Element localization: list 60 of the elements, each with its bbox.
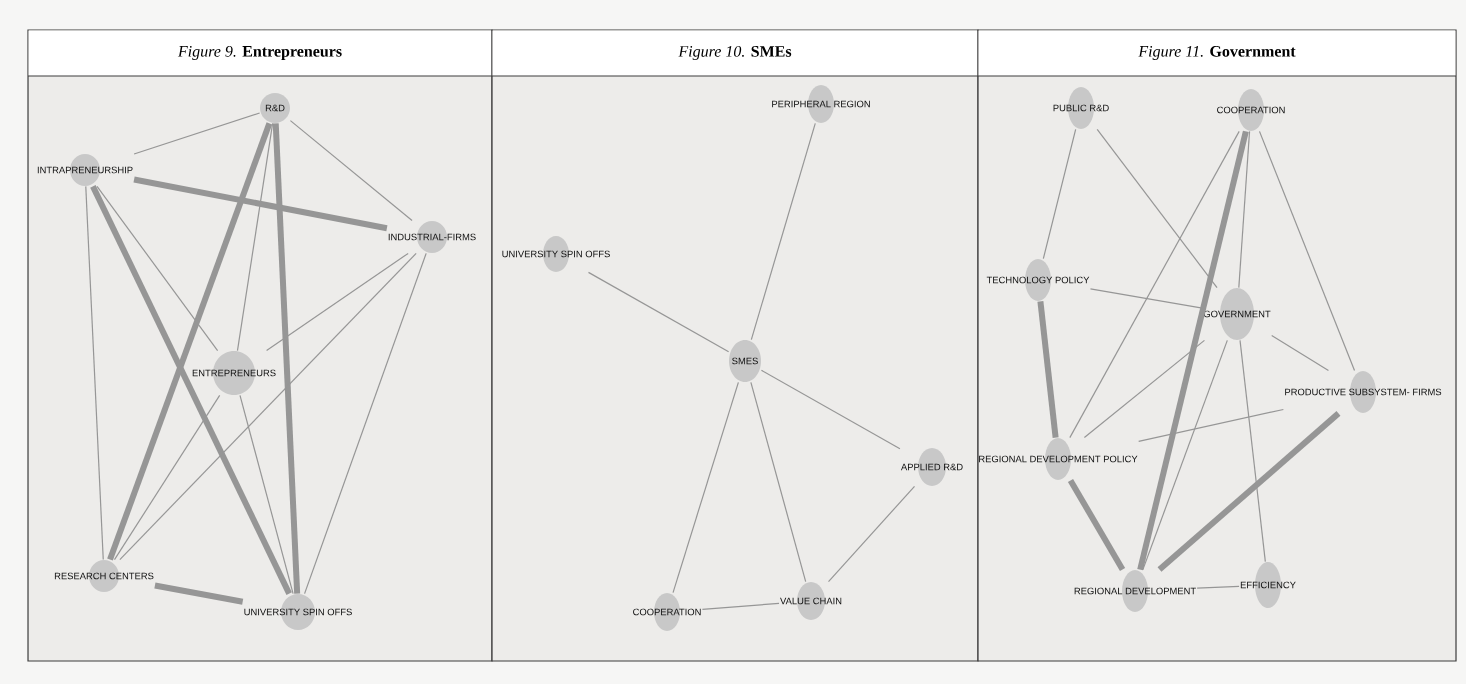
connector-line — [239, 394, 294, 595]
network-node: COOPERATION — [1217, 89, 1285, 131]
node-label: PRODUCTIVE SUBSYSTEM- FIRMS — [1285, 388, 1442, 396]
connector-line — [1089, 288, 1203, 309]
network-node: PUBLIC R&D — [1053, 87, 1109, 129]
connector-line — [303, 252, 427, 595]
connector-line — [1142, 339, 1228, 571]
connector-line — [1258, 130, 1356, 372]
connector-line — [272, 123, 301, 594]
connector-line — [90, 185, 292, 595]
connector-line — [154, 582, 244, 605]
network-node: UNIVERSITY SPIN OFFS — [244, 594, 352, 630]
connector-line — [113, 394, 221, 561]
network-node: SMES — [729, 340, 761, 382]
network-node: INDUSTRIAL-FIRMS — [388, 221, 476, 253]
connector-line — [1069, 130, 1240, 439]
network-node: VALUE CHAIN — [780, 582, 842, 620]
connector-line — [1037, 301, 1059, 438]
network-node: APPLIED R&D — [900, 448, 963, 486]
network-node: PRODUCTIVE SUBSYSTEM- FIRMS — [1285, 371, 1442, 413]
network-node: R&D — [260, 93, 290, 123]
network-node: PERIPHERAL REGION — [772, 85, 870, 123]
connector-line — [1137, 130, 1249, 571]
connector-line — [96, 185, 219, 352]
connector-line — [107, 122, 273, 561]
connector-line — [1067, 478, 1126, 572]
connector-line — [1196, 585, 1240, 589]
network-node: INTRAPRENEURSHIP — [37, 154, 133, 186]
network-node: REGIONAL DEVELOPMENT — [1074, 570, 1196, 612]
connector-line — [1138, 408, 1284, 442]
connector-line — [236, 122, 274, 352]
connector-line — [1238, 130, 1251, 289]
node-label: REGIONAL DEVELOPMENT POLICY — [979, 455, 1138, 463]
network-node: UNIVERSITY SPIN OFFS — [502, 236, 610, 272]
connector-line — [119, 252, 417, 561]
connector-line — [133, 112, 261, 155]
connector-line — [1042, 128, 1077, 260]
connector-line — [750, 122, 816, 341]
network-node: COOPERATION — [633, 593, 701, 631]
connector-line — [289, 120, 413, 222]
connector-line — [701, 602, 780, 610]
connector-line — [750, 381, 807, 583]
network-node: GOVERNMENT — [1203, 288, 1271, 340]
connector-line — [1157, 411, 1341, 572]
network-node: TECHNOLOGY POLICY — [986, 259, 1090, 301]
connector-line — [587, 271, 730, 353]
connector-line — [1096, 128, 1218, 289]
network-node: RESEARCH CENTERS — [54, 560, 154, 592]
connector-line — [1083, 339, 1205, 439]
connector-line — [1271, 334, 1330, 372]
connector-line — [133, 176, 388, 232]
network-node: REGIONAL DEVELOPMENT POLICY — [979, 438, 1138, 480]
network-node: EFFICIENCY — [1240, 562, 1296, 608]
connector-line — [672, 381, 739, 594]
connector-line — [827, 485, 916, 583]
network-node: ENTREPRENEURS — [192, 351, 276, 395]
connector-line — [85, 185, 104, 561]
connector-line — [266, 252, 409, 352]
connector-line — [760, 369, 901, 450]
connector-line — [1239, 339, 1266, 563]
